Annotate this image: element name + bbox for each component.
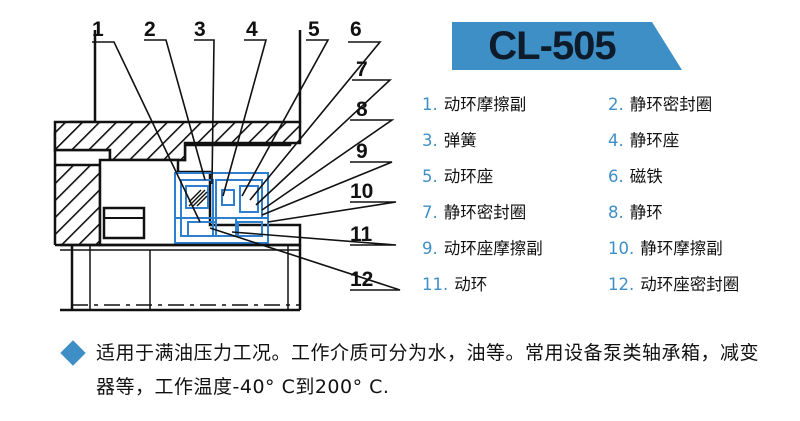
part-item: 4. 静环座: [608, 128, 794, 154]
description-text: 适用于满油压力工况。工作介质可分为水，油等。常用设备泵类轴承箱，减变器等，工作温…: [96, 342, 760, 398]
part-number: 10.: [608, 239, 635, 258]
part-name: 静环座: [629, 131, 680, 150]
part-item: 9. 动环座摩擦副: [422, 236, 608, 262]
callout-7: 7: [356, 58, 368, 81]
part-number: 5.: [422, 167, 438, 186]
part-item: 2. 静环密封圈: [608, 92, 794, 118]
callout-9: 9: [356, 140, 368, 163]
part-item: 6. 磁铁: [608, 164, 794, 190]
part-name: 动环座摩擦副: [443, 239, 543, 258]
part-item: 12. 动环座密封圈: [608, 272, 794, 298]
part-number: 8.: [608, 203, 624, 222]
callout-2: 2: [144, 18, 156, 41]
part-number: 12.: [608, 275, 635, 294]
callout-4: 4: [246, 18, 258, 41]
parts-list: 1. 动环摩擦副 2. 静环密封圈 3. 弹簧 4. 静环座 5. 动环座 6. 磁铁 7. 静环密封圈 8…: [422, 92, 794, 298]
part-number: 11.: [422, 275, 449, 294]
shaft: [60, 243, 302, 312]
callout-1: 1: [92, 18, 104, 41]
part-name: 静环密封圈: [629, 95, 713, 114]
left-gland: [53, 150, 102, 247]
part-name: 静环摩擦副: [640, 239, 723, 258]
part-number: 6.: [608, 167, 624, 186]
callout-11: 11: [350, 223, 373, 246]
part-item: 11. 动环: [422, 272, 608, 298]
part-item: 8. 静环: [608, 200, 794, 226]
banner-shape: [452, 22, 682, 70]
callout-3: 3: [194, 18, 206, 41]
part-number: 7.: [422, 203, 438, 222]
part-name: 静环密封圈: [443, 203, 527, 222]
part-name: 动环摩擦副: [443, 95, 527, 114]
part-name: 动环座密封圈: [640, 275, 740, 294]
part-item: 1. 动环摩擦副: [422, 92, 608, 118]
model-banner: CL-505: [452, 22, 682, 70]
part-item: 7. 静环密封圈: [422, 200, 608, 226]
part-number: 1.: [422, 95, 438, 114]
part-name: 磁铁: [629, 167, 663, 186]
callout-5: 5: [308, 18, 320, 41]
part-number: 2.: [608, 95, 624, 114]
diamond-icon: [60, 340, 86, 366]
part-name: 动环: [454, 275, 488, 294]
part-name: 动环座: [443, 167, 494, 186]
model-label: CL-505: [488, 24, 616, 68]
seal-cross-section-diagram: 1 2 3 4 5 6 7 8 9 10 11 12: [53, 18, 401, 312]
part-item: 3. 弹簧: [422, 128, 608, 154]
part-number: 4.: [608, 131, 624, 150]
callout-12: 12: [350, 268, 373, 291]
part-item: 10. 静环摩擦副: [608, 236, 794, 262]
callout-8: 8: [356, 98, 368, 121]
part-name: 弹簧: [443, 131, 477, 150]
callout-10: 10: [350, 180, 373, 203]
callout-numbers: 1 2 3 4 5 6 7 8 9 10 11 12: [92, 18, 373, 291]
part-item: 5. 动环座: [422, 164, 608, 190]
callout-6: 6: [350, 18, 362, 41]
part-number: 3.: [422, 131, 438, 150]
leader-lines: [92, 39, 401, 291]
part-number: 9.: [422, 239, 438, 258]
part-name: 静环: [629, 203, 663, 222]
seal-components: [174, 172, 269, 244]
housing: [53, 30, 302, 162]
